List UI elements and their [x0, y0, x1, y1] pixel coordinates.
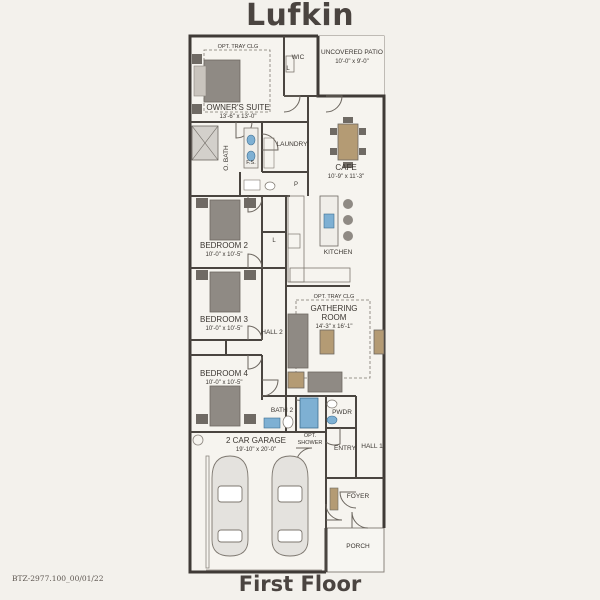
bedroom-4-name: BEDROOM 4: [200, 369, 249, 378]
bedroom-2-dim: 10'-0" x 10'-5": [206, 252, 243, 258]
bath-2-label: BATH 2: [271, 407, 294, 414]
cafe-furniture: [330, 117, 366, 168]
hall-2-label: HALL 2: [261, 329, 283, 336]
gathering-name: GATHERING: [311, 304, 358, 313]
gathering-name-2: ROOM: [322, 313, 347, 322]
pantry-label: P: [294, 182, 298, 188]
floor-label: First Floor: [238, 572, 362, 596]
bath2-fixtures: [263, 397, 338, 429]
obath-label: O. BATH: [223, 145, 230, 171]
cafe-name: CAFE: [335, 163, 356, 172]
garage-door-lines: [192, 434, 322, 571]
owner-bath-fixtures: [191, 125, 276, 191]
owner-suite-name: OWNER'S SUITE: [206, 103, 269, 112]
bedroom-2-name: BEDROOM 2: [200, 241, 249, 250]
bedroom-3-name: BEDROOM 3: [200, 315, 249, 324]
gathering-furniture: [287, 313, 385, 393]
kitchen-fixtures: [287, 195, 353, 283]
pwdr-label: PWDR: [332, 409, 352, 416]
foyer-bench: [329, 487, 339, 511]
plan-title: Lufkin: [245, 0, 355, 33]
cafe-dim: 10'-9" x 11'-3": [328, 174, 364, 180]
shower-label-2: SHOWER: [298, 440, 323, 446]
porch-area: [325, 527, 385, 573]
hall-1-label: HALL 1: [361, 443, 383, 450]
owner-suite-furniture: [192, 54, 295, 114]
linen-label: L: [272, 238, 276, 244]
entry-label: ENTRY: [334, 445, 357, 452]
plan-code: BTZ-2977.100_00/01/22: [12, 574, 104, 583]
laundry-label: LAUNDRY: [277, 141, 309, 148]
fs-label: F.S.: [246, 160, 256, 166]
garage-cars: [211, 455, 309, 557]
patio-dim-label: 10'-0" x 9'-0": [335, 59, 369, 65]
garage-dim: 19'-10" x 20'-0": [236, 447, 276, 453]
gathering-tray-label: OPT. TRAY CLG: [314, 294, 355, 300]
garage-name: 2 CAR GARAGE: [226, 436, 286, 445]
shower-label: OPT.: [304, 433, 317, 439]
owner-suite-dim: 13'-6" x 13'-0": [220, 114, 257, 120]
kitchen-label: KITCHEN: [324, 249, 353, 256]
linen-label-2: L: [286, 66, 290, 72]
porch-label: PORCH: [346, 543, 370, 550]
bedroom-beds: [196, 198, 256, 427]
interior-walls: [190, 36, 384, 572]
bedroom-3-dim: 10'-0" x 10'-5": [206, 326, 243, 332]
wic-label: WIC: [292, 54, 305, 61]
patio-name-label: UNCOVERED PATIO: [321, 49, 383, 56]
foyer-label: FOYER: [347, 493, 370, 500]
gathering-dim: 14'-3" x 16'-1": [316, 324, 353, 330]
bedroom-4-dim: 10'-0" x 10'-5": [206, 380, 243, 386]
owner-tray-label: OPT. TRAY CLG: [218, 44, 259, 50]
